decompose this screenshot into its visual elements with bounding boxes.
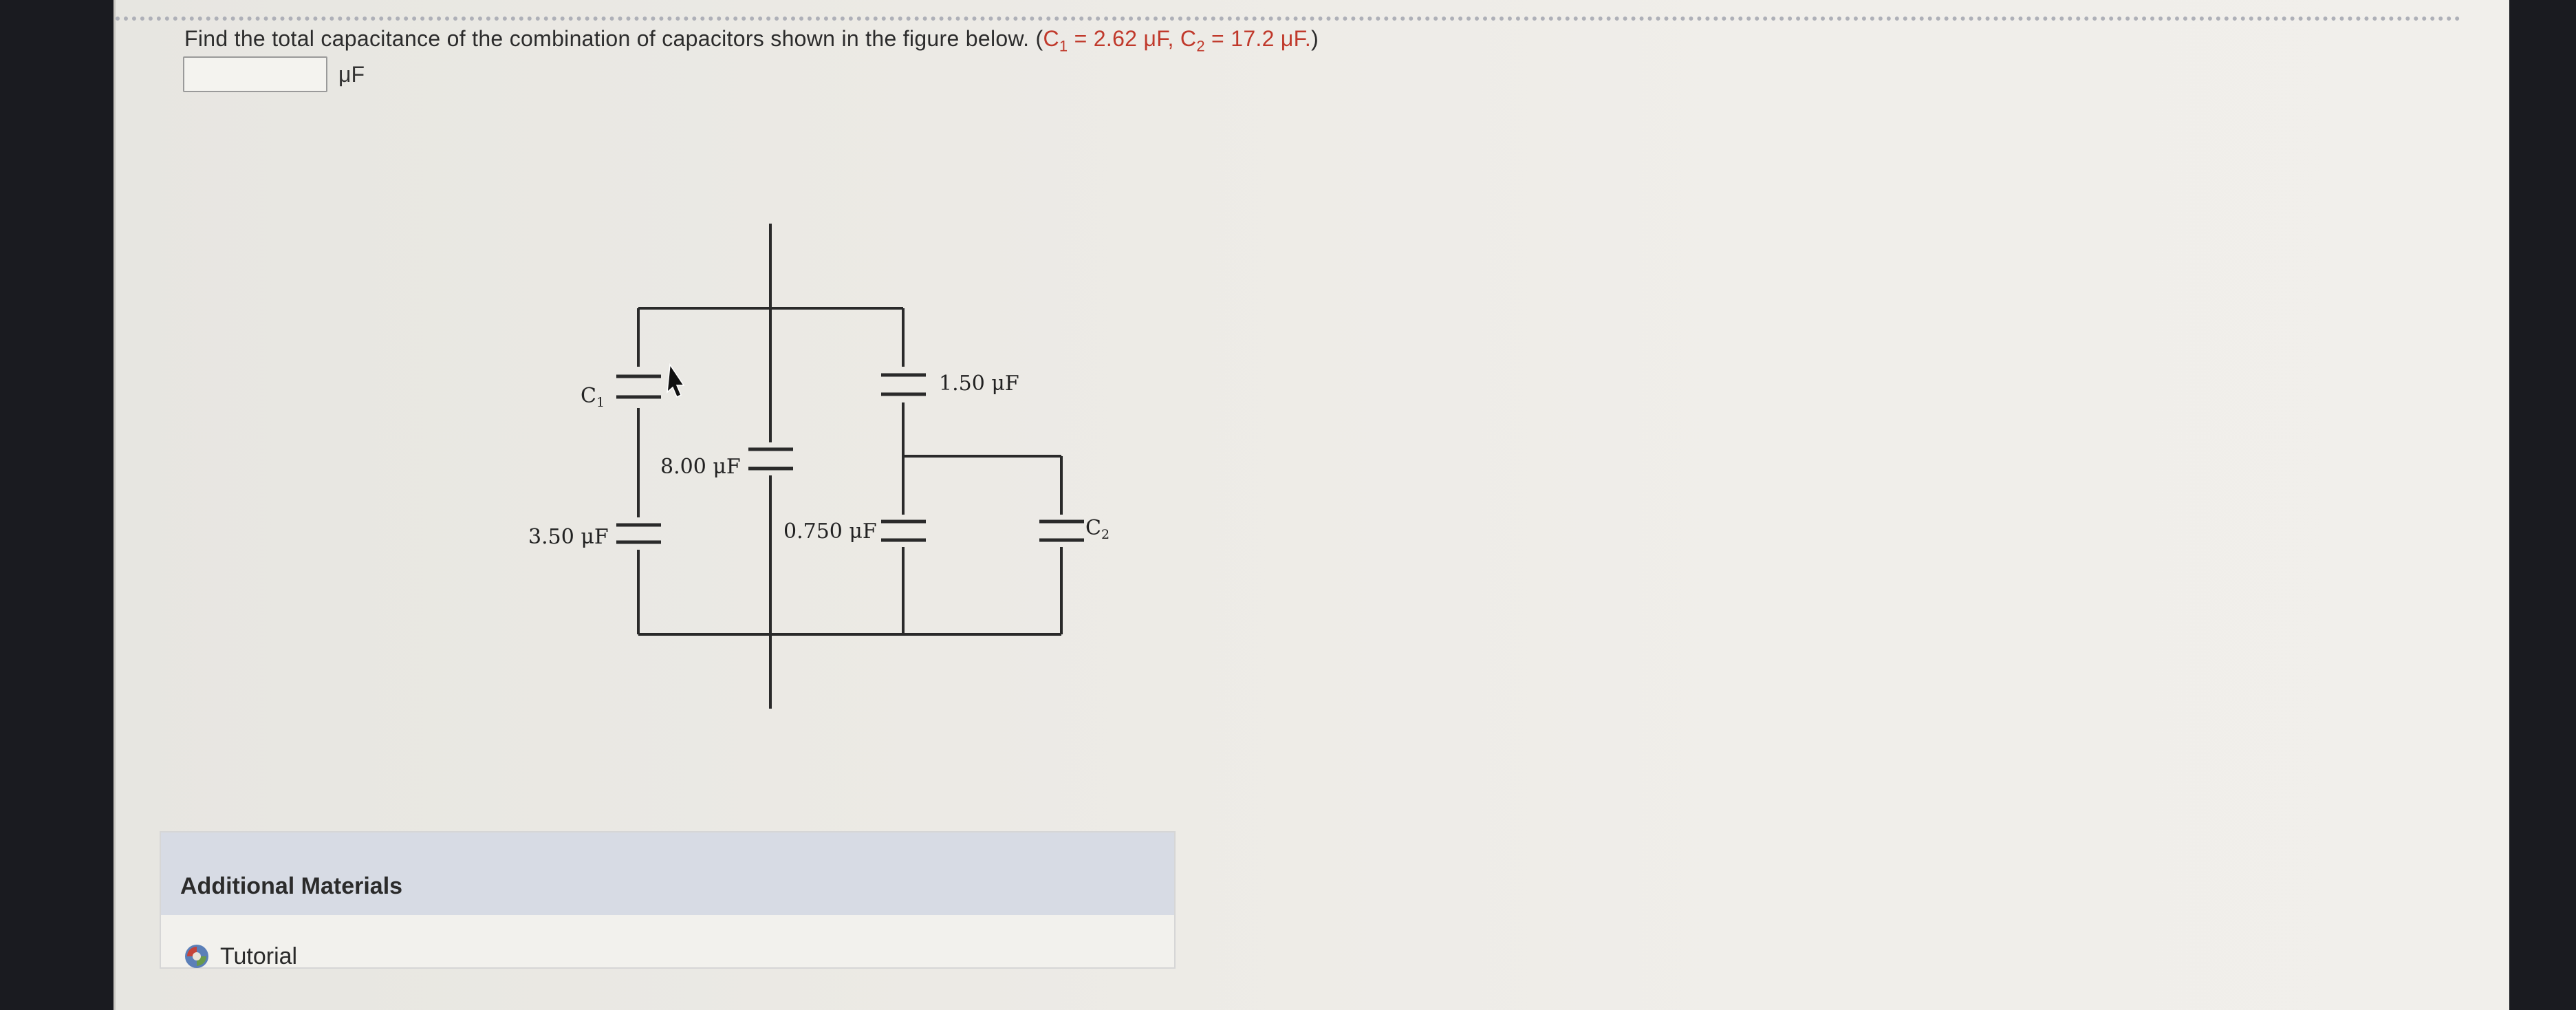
answer-unit: μF [338,61,365,87]
screen-page: Find the total capacitance of the combin… [113,0,2509,1010]
c2-label: C2 [1085,516,1110,542]
answer-input[interactable] [183,56,327,92]
circuit-wires [637,224,1063,709]
mouse-cursor-icon [667,363,685,398]
question-text: Find the total capacitance of the combin… [184,26,1319,55]
top-divider [116,17,2461,21]
tutorial-label: Tutorial [220,943,298,969]
additional-materials-panel: Additional Materials Tutorial [160,831,1176,969]
c075-label: 0.750 μF [783,519,877,544]
question-suffix: ) [1311,26,1319,51]
tutorial-icon [185,945,208,968]
c1-label: C1 [581,384,605,410]
c800-label: 8.00 μF [660,455,741,479]
c350-label: 3.50 μF [528,525,609,549]
c150-label: 1.50 μF [939,372,1019,396]
c1-given: C1 = 2.62 μF, C2 = 17.2 μF. [1043,26,1312,55]
answer-row: μF [183,56,365,92]
circuit-diagram: C1 8.00 μF 1.50 μF 3.50 μF 0.750 μF C2 [528,224,1110,709]
circuit-labels: C1 8.00 μF 1.50 μF 3.50 μF 0.750 μF C2 [528,372,1110,549]
question-prompt: Find the total capacitance of the combin… [184,26,1043,51]
tutorial-link[interactable]: Tutorial [183,943,297,970]
additional-materials-title: Additional Materials [161,832,1174,915]
capacitor-plates [616,373,1084,544]
